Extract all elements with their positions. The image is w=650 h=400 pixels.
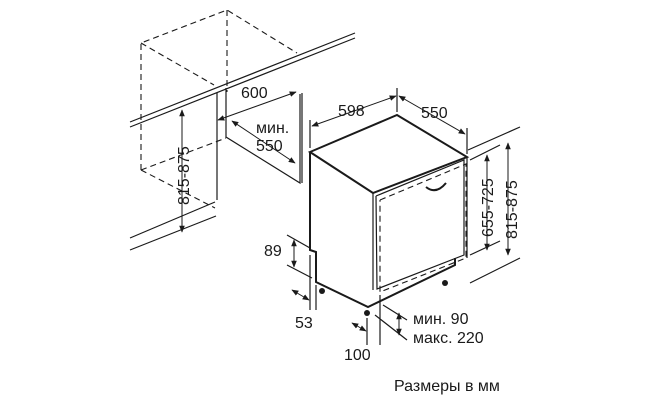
plinth-min-label: мин. 90	[413, 311, 469, 328]
cabinet-niche	[129, 9, 356, 251]
door-offset-label: 100	[344, 347, 371, 364]
appliance-body-height-label: 655-725	[480, 178, 497, 237]
dishwasher	[307, 113, 470, 316]
cabinet-height-label: 815-875	[176, 146, 193, 205]
plinth-max-label: макс. 220	[413, 330, 484, 347]
plinth-height-label: 89	[264, 243, 282, 260]
appliance-depth-label: 550	[421, 105, 448, 122]
cabinet-depth-min-label: мин.	[256, 120, 289, 137]
foot-front-left	[319, 288, 325, 294]
dimension-lines	[179, 88, 521, 345]
foot-front-right	[364, 310, 370, 316]
foot-offset-label: 53	[295, 315, 313, 332]
caption: Размеры в мм	[394, 378, 500, 395]
cabinet-width-label: 600	[241, 85, 268, 102]
foot-back-right	[442, 280, 448, 286]
door-handle	[425, 182, 447, 192]
appliance-total-height-label: 815-875	[504, 180, 521, 239]
appliance-width-label: 598	[338, 103, 365, 120]
cabinet-depth-label: 550	[256, 138, 283, 155]
